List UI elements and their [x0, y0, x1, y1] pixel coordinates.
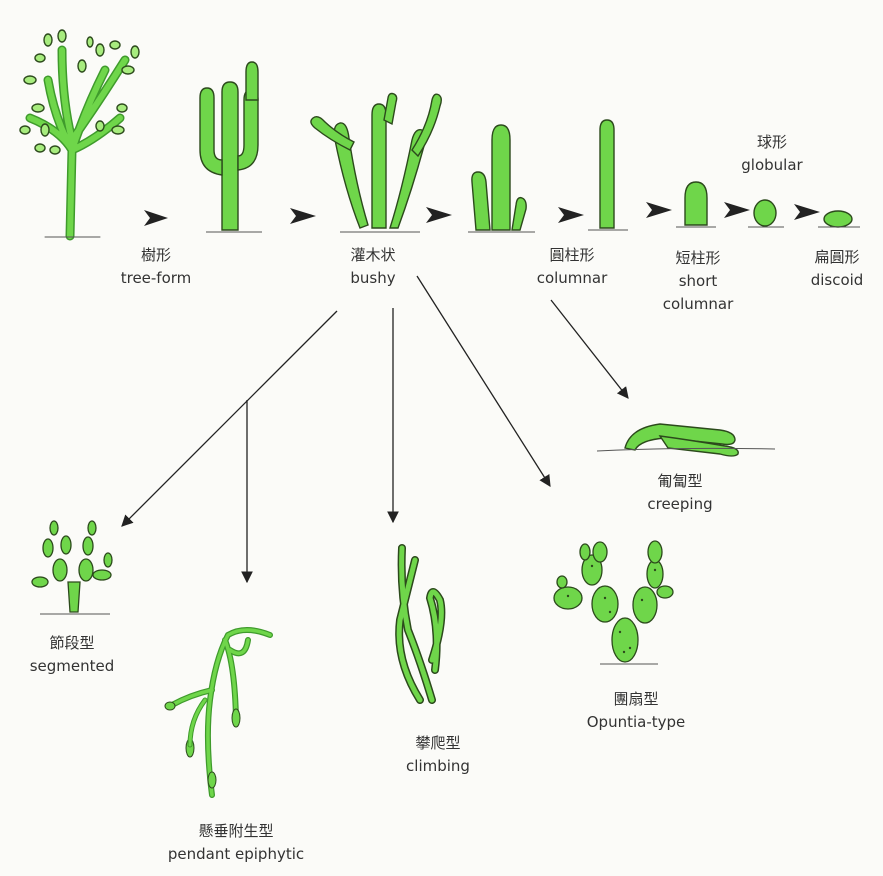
edge-arrow-columnar-creeping	[550, 299, 629, 399]
edge-arrow-short-columnar-globular	[724, 202, 750, 218]
branch-arrows	[121, 275, 629, 584]
discoid-illustration	[818, 210, 860, 228]
climbing-illustration	[395, 544, 446, 704]
edge-arrows	[144, 202, 820, 226]
creeping-illustration	[596, 423, 776, 457]
saguaro-illustration	[199, 61, 262, 233]
opuntia-type-illustration	[553, 540, 674, 665]
tree-form-illustration	[19, 29, 140, 241]
edge-arrow-globular-discoid	[794, 204, 820, 220]
edge-arrow-columnar-columnar2	[558, 207, 584, 223]
columnar-illustration	[468, 119, 628, 233]
segmented-illustration	[31, 520, 113, 615]
edge-arrow-bushy-segmented	[121, 310, 338, 527]
edge-arrow-tree-form-saguaro	[144, 210, 168, 226]
short-columnar-illustration	[676, 181, 716, 228]
edge-arrow-saguaro-bushy	[290, 208, 316, 224]
globular-illustration	[748, 199, 784, 228]
edge-arrow-bushy-opuntia-type	[416, 275, 551, 487]
edge-arrow-bushy-columnar	[426, 207, 452, 223]
pendant-epiphytic-illustration	[164, 627, 273, 798]
bushy-illustration	[310, 92, 442, 233]
edge-arrow-columnar-short-columnar	[646, 202, 672, 218]
